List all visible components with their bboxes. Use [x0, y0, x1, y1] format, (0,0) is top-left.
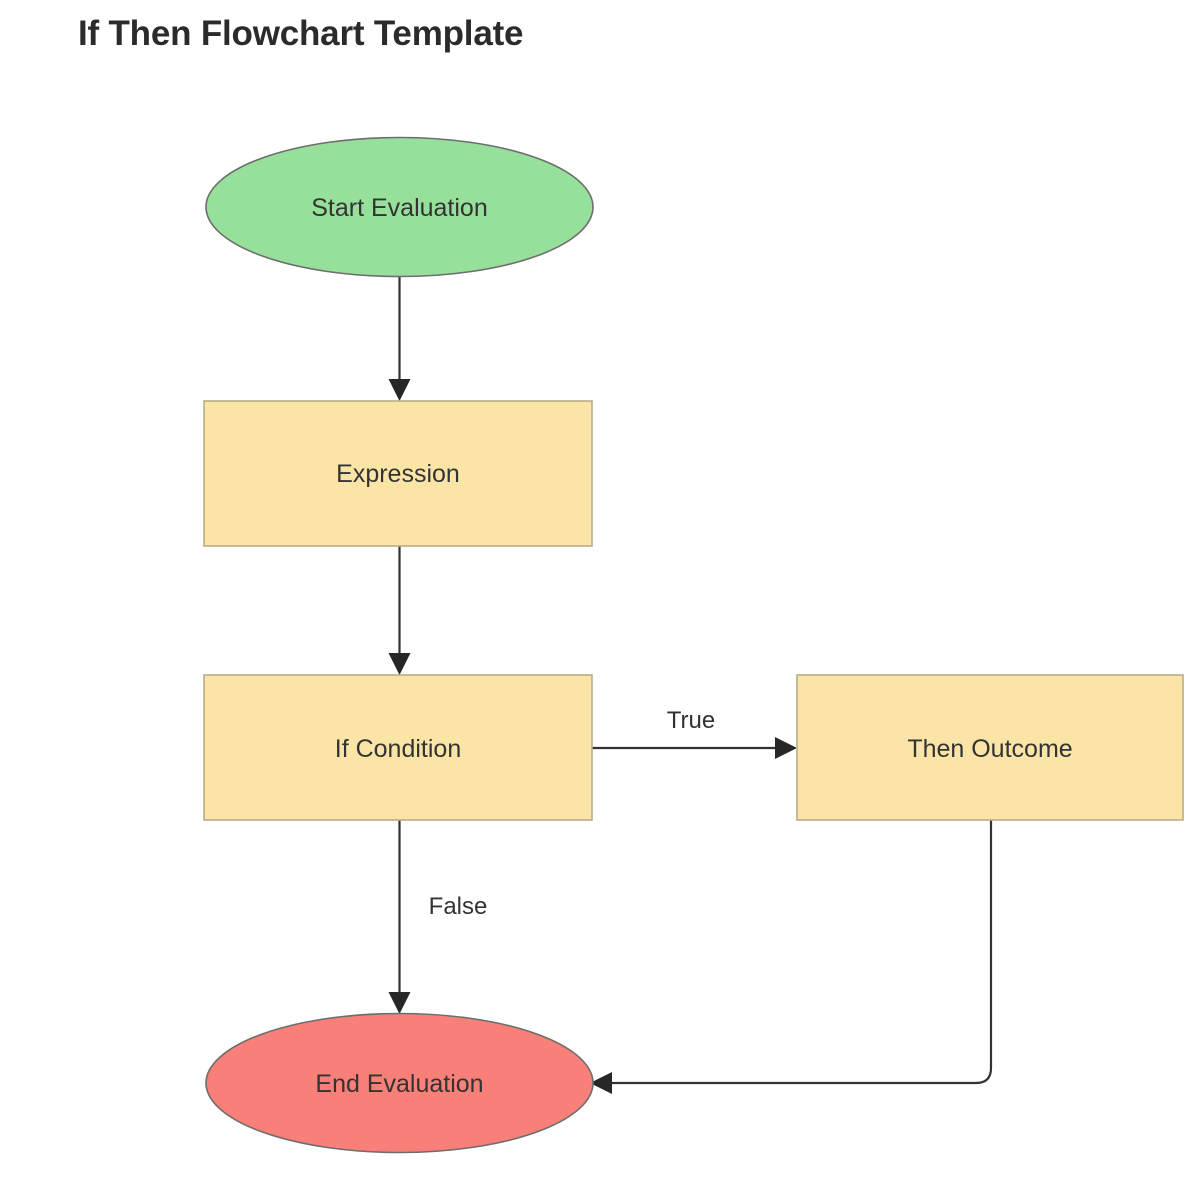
node-label-then-outcome: Then Outcome	[907, 735, 1072, 763]
then-outcome-box-shape	[796, 674, 1184, 821]
edge-then-to-end	[590, 820, 993, 1094]
edge-if-to-then: True	[592, 707, 797, 759]
node-label-end: End Evaluation	[315, 1070, 483, 1098]
arrow-head-icon	[388, 653, 411, 675]
edge-start-to-expression	[388, 277, 411, 401]
start-ellipse-shape	[205, 136, 594, 278]
arrow-head-icon	[590, 1072, 612, 1094]
arrow-head-icon	[775, 737, 797, 759]
expression-box-shape	[203, 400, 593, 547]
node-end-evaluation[interactable]: End Evaluation	[205, 1012, 594, 1154]
edge-if-to-end: False	[388, 820, 488, 1014]
end-ellipse-shape	[205, 1012, 594, 1154]
node-then-outcome[interactable]: Then Outcome	[796, 674, 1184, 821]
page-title: If Then Flowchart Template	[78, 14, 524, 53]
node-start-evaluation[interactable]: Start Evaluation	[205, 136, 594, 278]
node-if-condition[interactable]: If Condition	[203, 674, 593, 821]
node-expression[interactable]: Expression	[203, 400, 593, 547]
edge-expression-to-if	[388, 546, 411, 675]
if-condition-box-shape	[203, 674, 593, 821]
arrow-head-icon	[388, 379, 411, 401]
edge-label-false: False	[429, 893, 488, 920]
node-label-if-condition: If Condition	[335, 735, 461, 763]
edge-label-true: True	[667, 707, 715, 734]
node-label-start: Start Evaluation	[311, 194, 488, 222]
node-label-expression: Expression	[336, 460, 460, 488]
arrow-head-icon	[388, 992, 411, 1014]
edge-line	[599, 820, 993, 1085]
